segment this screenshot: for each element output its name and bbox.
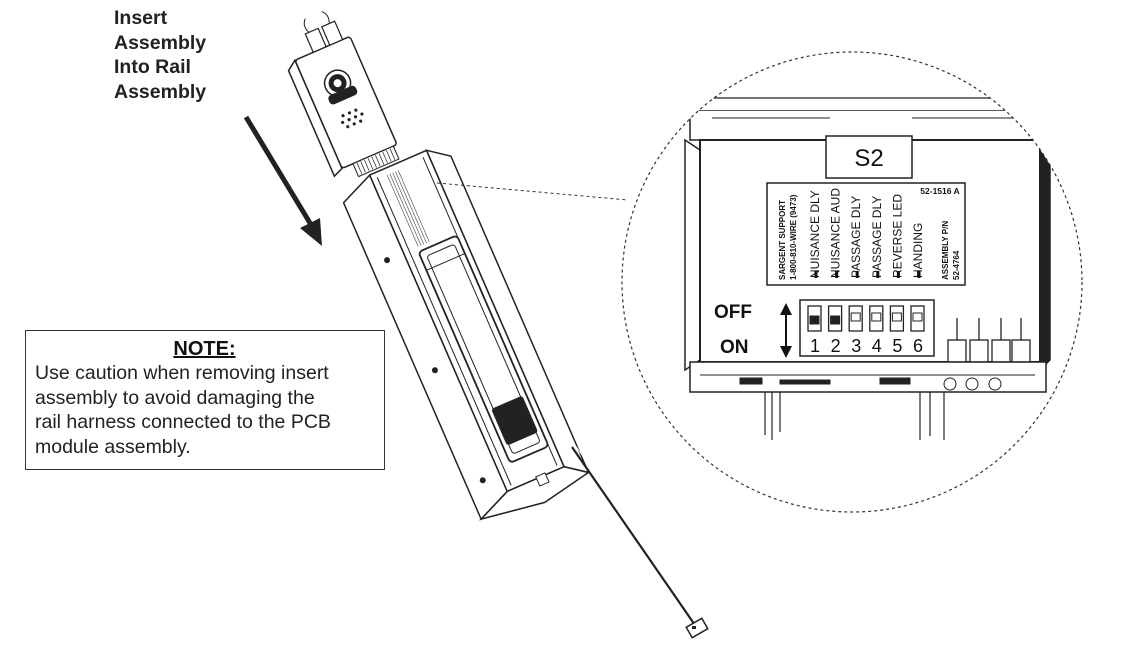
detail-leader-line <box>436 182 629 201</box>
switch-number: 3 <box>851 336 861 356</box>
insert-instruction-callout: Insert Assembly Into Rail Assembly <box>114 6 264 104</box>
switch-label-tick <box>814 271 818 278</box>
switch-number: 4 <box>872 336 882 356</box>
assembly-line-1: ASSEMBLY P/N <box>941 221 950 280</box>
insert-direction-arrow <box>243 115 322 246</box>
callout-line: Into Rail <box>114 56 191 78</box>
support-line-2: 1-800-810-WIRE (9473) <box>789 194 798 280</box>
switch-label-tick <box>835 271 839 278</box>
callout-line: Assembly <box>114 80 207 103</box>
assembly-line-2: 52-4764 <box>952 250 961 280</box>
rail-harness-cable <box>571 444 709 639</box>
support-line-1: SARGENT SUPPORT <box>778 200 787 280</box>
dip-switch-actuator <box>891 312 902 322</box>
switch-function-label: NUISANCE AUD <box>829 188 843 278</box>
off-on-double-arrow-icon <box>780 303 792 358</box>
on-label: ON <box>720 337 749 358</box>
switch-function-label: PASSAGE DLY <box>870 196 884 278</box>
caution-note-box: NOTE: Use caution when removing insert a… <box>25 330 385 470</box>
dip-switch-actuator <box>871 312 882 322</box>
switch-number: 6 <box>913 336 923 356</box>
dip-switch-actuator <box>850 312 861 322</box>
switch-number: 5 <box>892 336 902 356</box>
callout-line: Insert <box>114 7 168 29</box>
note-heading: NOTE: <box>173 338 236 360</box>
callout-line: Assembly <box>114 31 207 54</box>
detail-circle-border <box>621 51 1083 513</box>
switch-function-label: REVERSE LED <box>890 194 904 278</box>
part-code: 52-1516 A <box>920 186 959 196</box>
switch-function-label: HANDING <box>911 223 925 278</box>
switch-label-tick <box>855 271 859 278</box>
note-line: rail harness connected to the PCB <box>35 411 331 433</box>
switch-label-tick <box>896 271 900 278</box>
note-line: Use caution when removing insert <box>35 362 329 384</box>
dip-switch-actuator <box>830 315 841 325</box>
switch-function-label: PASSAGE DLY <box>849 196 863 278</box>
switch-label-tick <box>876 271 880 278</box>
switch-block-label: S2 <box>854 145 883 172</box>
rail-assembly <box>342 149 591 521</box>
detail-view: S2 52-1516 A SARGENT SUPPORT 1-800-810-W… <box>621 51 1083 513</box>
pcb-insert-module <box>287 11 400 178</box>
switch-number: 2 <box>831 336 841 356</box>
note-line: module assembly. <box>35 435 191 458</box>
switch-label-tick <box>917 271 921 278</box>
off-label: OFF <box>714 302 752 323</box>
switch-number: 1 <box>810 336 820 356</box>
dip-switch-actuator <box>809 315 820 325</box>
note-line: assembly to avoid damaging the <box>35 386 315 409</box>
switch-function-label: NUISANCE DLY <box>808 190 822 278</box>
dip-switch-actuator <box>912 312 923 322</box>
